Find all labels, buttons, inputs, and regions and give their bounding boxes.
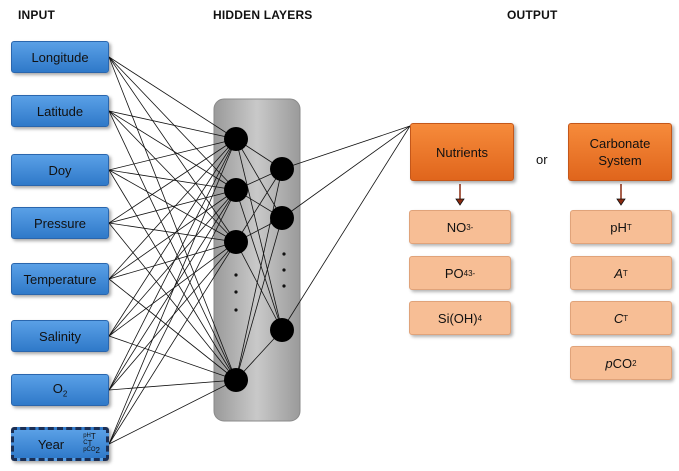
input-doy: Doy [11, 154, 109, 186]
hidden-to-hidden-edge [235, 189, 283, 331]
input-to-hidden-edge [108, 169, 237, 243]
input-to-hidden-edge [108, 169, 237, 381]
hidden-node [224, 127, 248, 151]
hidden-to-hidden-edge [235, 138, 283, 331]
ellipsis-dot [234, 290, 238, 294]
input-to-hidden-edge [108, 138, 237, 224]
input-to-hidden-edge [108, 278, 237, 381]
input-to-hidden-edge [108, 138, 237, 280]
hidden-node [270, 318, 294, 342]
output-heading: OUTPUT [507, 8, 558, 22]
input-to-hidden-edge [108, 138, 237, 171]
hidden-to-output-edge [281, 125, 411, 331]
hidden-node [224, 368, 248, 392]
input-to-hidden-edge [108, 222, 237, 381]
input-salinity: Salinity [11, 320, 109, 352]
input-to-hidden-edge [108, 379, 237, 445]
input-to-hidden-edge [108, 335, 237, 381]
input-to-hidden-edge [108, 189, 237, 445]
hidden-to-hidden-edge [235, 217, 283, 381]
input-to-hidden-edge [108, 56, 237, 191]
input-pressure: Pressure [11, 207, 109, 239]
input-to-hidden-edge [108, 138, 237, 337]
hidden-node [224, 230, 248, 254]
ellipsis-dot [234, 273, 238, 277]
hidden-to-output-edge [281, 125, 411, 219]
sioh4-item: Si(OH)4 [409, 301, 511, 335]
input-to-hidden-edge [108, 241, 237, 337]
input-to-hidden-edge [108, 110, 237, 140]
input-to-hidden-edge [108, 222, 237, 243]
input-to-hidden-edge [108, 241, 237, 445]
input-to-hidden-edge [108, 189, 237, 224]
hidden-layers-heading: HIDDEN LAYERS [213, 8, 313, 22]
carbonate-system-box: Carbonate System [568, 123, 672, 181]
input-to-hidden-edge [108, 110, 237, 243]
input-to-hidden-edge [108, 56, 237, 381]
input-to-hidden-edge [108, 110, 237, 191]
input-longitude: Longitude [11, 41, 109, 73]
input-to-hidden-edge [108, 189, 237, 280]
ellipsis-dot [282, 284, 286, 288]
hidden-to-hidden-edge [235, 241, 283, 331]
input-to-hidden-edge [108, 189, 237, 337]
ellipsis-dot [234, 308, 238, 312]
input-to-hidden-edge [108, 56, 237, 140]
hidden-to-hidden-edge [235, 168, 283, 381]
ellipsis-dot [282, 252, 286, 256]
input-temperature: Temperature [11, 263, 109, 295]
input-to-hidden-edge [108, 241, 237, 391]
input-heading: INPUT [18, 8, 55, 22]
input-to-hidden-edge [108, 241, 237, 280]
hidden-to-hidden-edge [235, 168, 283, 243]
input-to-hidden-edge [108, 138, 237, 391]
input-to-hidden-edge [108, 110, 237, 381]
input-latitude: Latitude [11, 95, 109, 127]
input-o2: O2 [11, 374, 109, 406]
input-to-hidden-edge [108, 138, 237, 445]
nutrients-box: Nutrients [410, 123, 514, 181]
input-to-hidden-edge [108, 56, 237, 243]
hidden-node [224, 178, 248, 202]
hidden-node [270, 206, 294, 230]
arrow-head-icon [616, 198, 626, 206]
input-to-hidden-edge [108, 189, 237, 391]
arrow-head-icon [455, 198, 465, 206]
hidden-node [270, 157, 294, 181]
input-to-hidden-edge [108, 169, 237, 191]
or-label: or [536, 152, 548, 167]
ellipsis-dot [282, 268, 286, 272]
o2-label: O2 [52, 381, 68, 399]
input-to-hidden-edge [108, 379, 237, 391]
hidden-to-output-edge [281, 125, 411, 170]
